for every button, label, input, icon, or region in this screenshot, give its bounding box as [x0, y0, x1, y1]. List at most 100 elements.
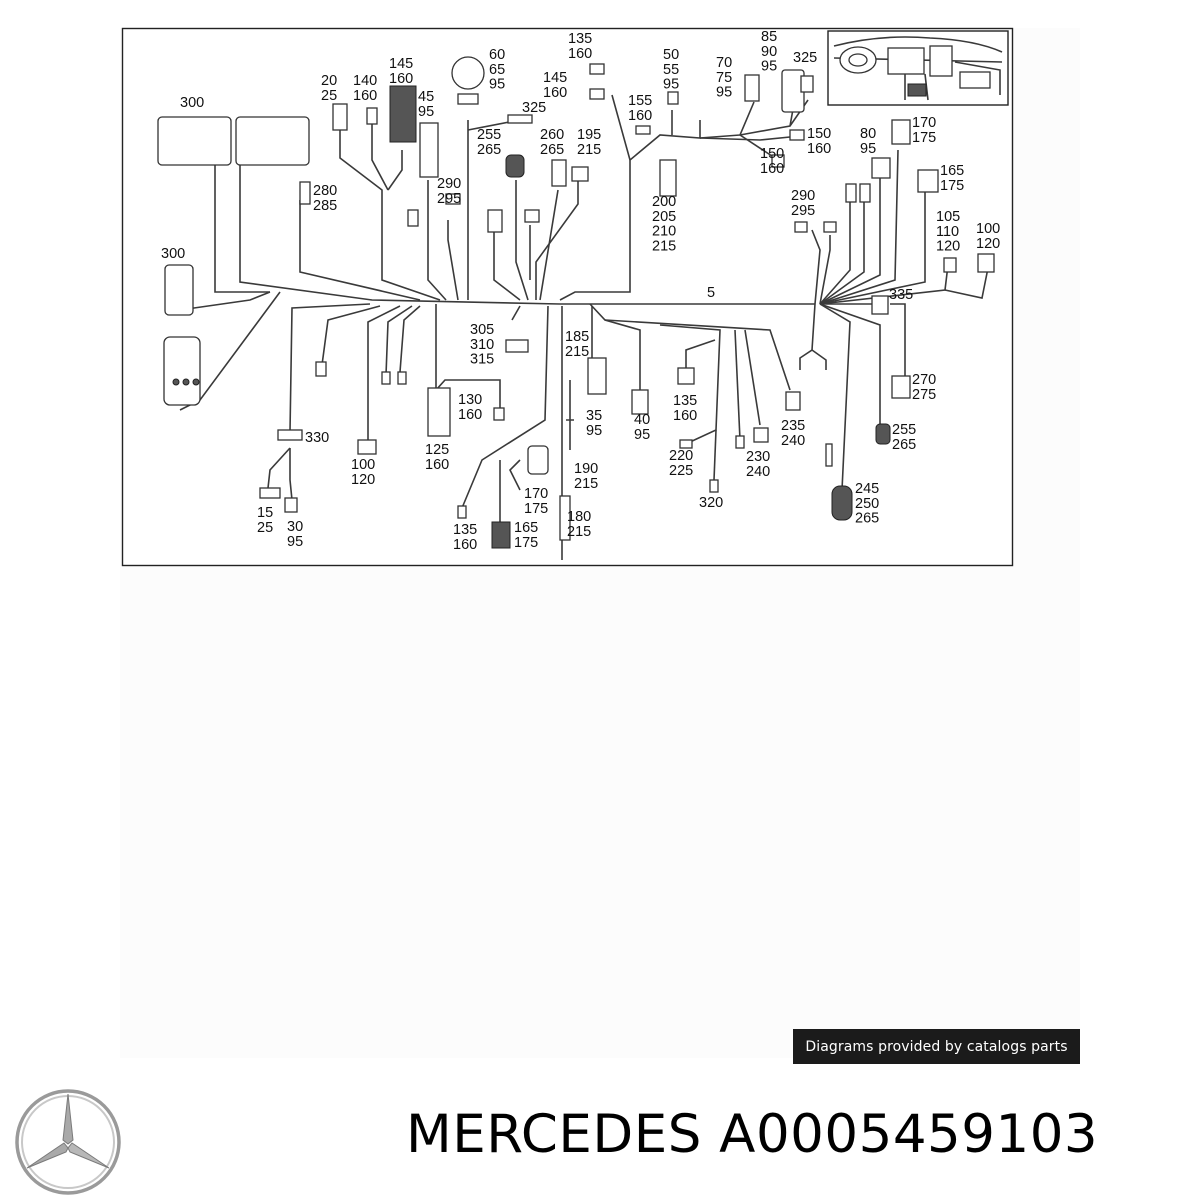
callout-c180-0: 180	[567, 509, 591, 525]
callout-c40-0: 40	[634, 412, 650, 428]
callout-c180-1: 215	[567, 524, 591, 540]
callout-c150b-0: 150	[760, 146, 784, 162]
relay-module-lower	[163, 336, 201, 406]
callout-c130-1: 160	[458, 407, 482, 423]
fuse-block-300-right	[235, 116, 310, 166]
callout-c80-1: 95	[860, 141, 876, 157]
callout-c325a-0: 325	[522, 100, 546, 116]
callout-c30-1: 95	[287, 534, 303, 550]
callout-c255b-1: 265	[892, 437, 916, 453]
dashboard-inset	[827, 30, 1009, 106]
callout-c70-0: 70	[716, 55, 732, 71]
callout-c185-0: 185	[565, 329, 589, 345]
callout-c135b-0: 135	[673, 393, 697, 409]
callout-c150b-1: 160	[760, 161, 784, 177]
callout-c105-1: 110	[936, 224, 959, 240]
callout-c45-1: 95	[418, 104, 434, 120]
callout-c125-1: 160	[425, 457, 449, 473]
callout-c20-1: 25	[321, 88, 337, 104]
callout-c290b-0: 290	[791, 188, 815, 204]
callout-c170a-0: 170	[912, 115, 936, 131]
callout-c220-0: 220	[669, 448, 693, 464]
callout-c320-0: 320	[699, 495, 723, 511]
callout-c100b-1: 120	[351, 472, 375, 488]
callout-c130-0: 130	[458, 392, 482, 408]
callout-c230-0: 230	[746, 449, 770, 465]
callout-c195-0: 195	[577, 127, 601, 143]
callout-c305-1: 310	[470, 337, 494, 353]
callout-c135a-1: 160	[568, 46, 592, 62]
callout-c280-1: 285	[313, 198, 337, 214]
callout-c145b-1: 160	[543, 85, 567, 101]
callout-c195-1: 215	[577, 142, 601, 158]
callout-c50-1: 55	[663, 62, 679, 78]
callout-c85-2: 95	[761, 59, 777, 75]
product-title: MERCEDES A0005459103	[406, 1104, 1099, 1165]
callout-c140-0: 140	[353, 73, 377, 89]
callout-c300a-0: 300	[180, 95, 204, 111]
callout-c5-0: 5	[707, 285, 715, 301]
callout-c260-0: 260	[540, 127, 564, 143]
callout-c165a-0: 165	[940, 163, 964, 179]
callout-c105-2: 120	[936, 239, 960, 255]
callout-c235-0: 235	[781, 418, 805, 434]
relay-300	[164, 264, 194, 316]
callout-c235-1: 240	[781, 433, 805, 449]
callout-c60-0: 60	[489, 47, 505, 63]
callout-c200-2: 210	[652, 224, 676, 240]
wiring-diagram: 3002025140160145160459560659513516014516…	[121, 27, 1014, 567]
mercedes-star-icon	[15, 1089, 121, 1195]
callout-c325b-0: 325	[793, 50, 817, 66]
callout-c200-3: 215	[652, 238, 676, 254]
callout-c145a-0: 145	[389, 56, 413, 72]
callout-c150a-1: 160	[807, 141, 831, 157]
callout-c135b-1: 160	[673, 408, 697, 424]
callout-c15-1: 25	[257, 520, 273, 536]
callout-c200-1: 205	[652, 209, 676, 225]
fuse-block-300-left	[157, 116, 232, 166]
callout-c165b-0: 165	[514, 520, 538, 536]
main-harness	[179, 94, 989, 560]
callout-c305-2: 315	[470, 352, 494, 368]
callout-c255b-0: 255	[892, 422, 916, 438]
callout-c270-0: 270	[912, 372, 936, 388]
callout-c230-1: 240	[746, 464, 770, 480]
callout-c50-0: 50	[663, 47, 679, 63]
callout-labels: 3002025140160145160459560659513516014516…	[161, 29, 1000, 553]
callout-c35-1: 95	[586, 423, 602, 439]
callout-c290a-1: 295	[437, 191, 461, 207]
callout-c135c-0: 135	[453, 522, 477, 538]
callout-c255a-1: 265	[477, 142, 501, 158]
callout-c330-0: 330	[305, 430, 329, 446]
callout-c335-0: 335	[889, 287, 913, 303]
callout-c85-0: 85	[761, 29, 777, 45]
callout-c145a-1: 160	[389, 71, 413, 87]
callout-c270-1: 275	[912, 387, 936, 403]
callout-c140-1: 160	[353, 88, 377, 104]
round-connector-60	[451, 56, 485, 90]
callout-c70-2: 95	[716, 85, 732, 101]
callout-c125-0: 125	[425, 442, 449, 458]
callout-c145b-0: 145	[543, 70, 567, 86]
callout-c100a-1: 120	[976, 236, 1000, 252]
callout-c260-1: 265	[540, 142, 564, 158]
connector-145-160	[389, 85, 417, 143]
callout-c300b-0: 300	[161, 246, 185, 262]
callout-c155-1: 160	[628, 108, 652, 124]
callout-c30-0: 30	[287, 519, 303, 535]
credit-badge: Diagrams provided by catalogs parts	[793, 1029, 1080, 1064]
callout-c170b-1: 175	[524, 501, 548, 517]
callout-c305-0: 305	[470, 322, 494, 338]
callout-c60-2: 95	[489, 77, 505, 93]
callout-c20-0: 20	[321, 73, 337, 89]
callout-c170a-1: 175	[912, 130, 936, 146]
callout-c50-2: 95	[663, 77, 679, 93]
callout-c220-1: 225	[669, 463, 693, 479]
callout-c280-0: 280	[313, 183, 337, 199]
callout-c45-0: 45	[418, 89, 434, 105]
callout-c100b-0: 100	[351, 457, 375, 473]
callout-c255a-0: 255	[477, 127, 501, 143]
callout-c60-1: 65	[489, 62, 505, 78]
callout-c170b-0: 170	[524, 486, 548, 502]
